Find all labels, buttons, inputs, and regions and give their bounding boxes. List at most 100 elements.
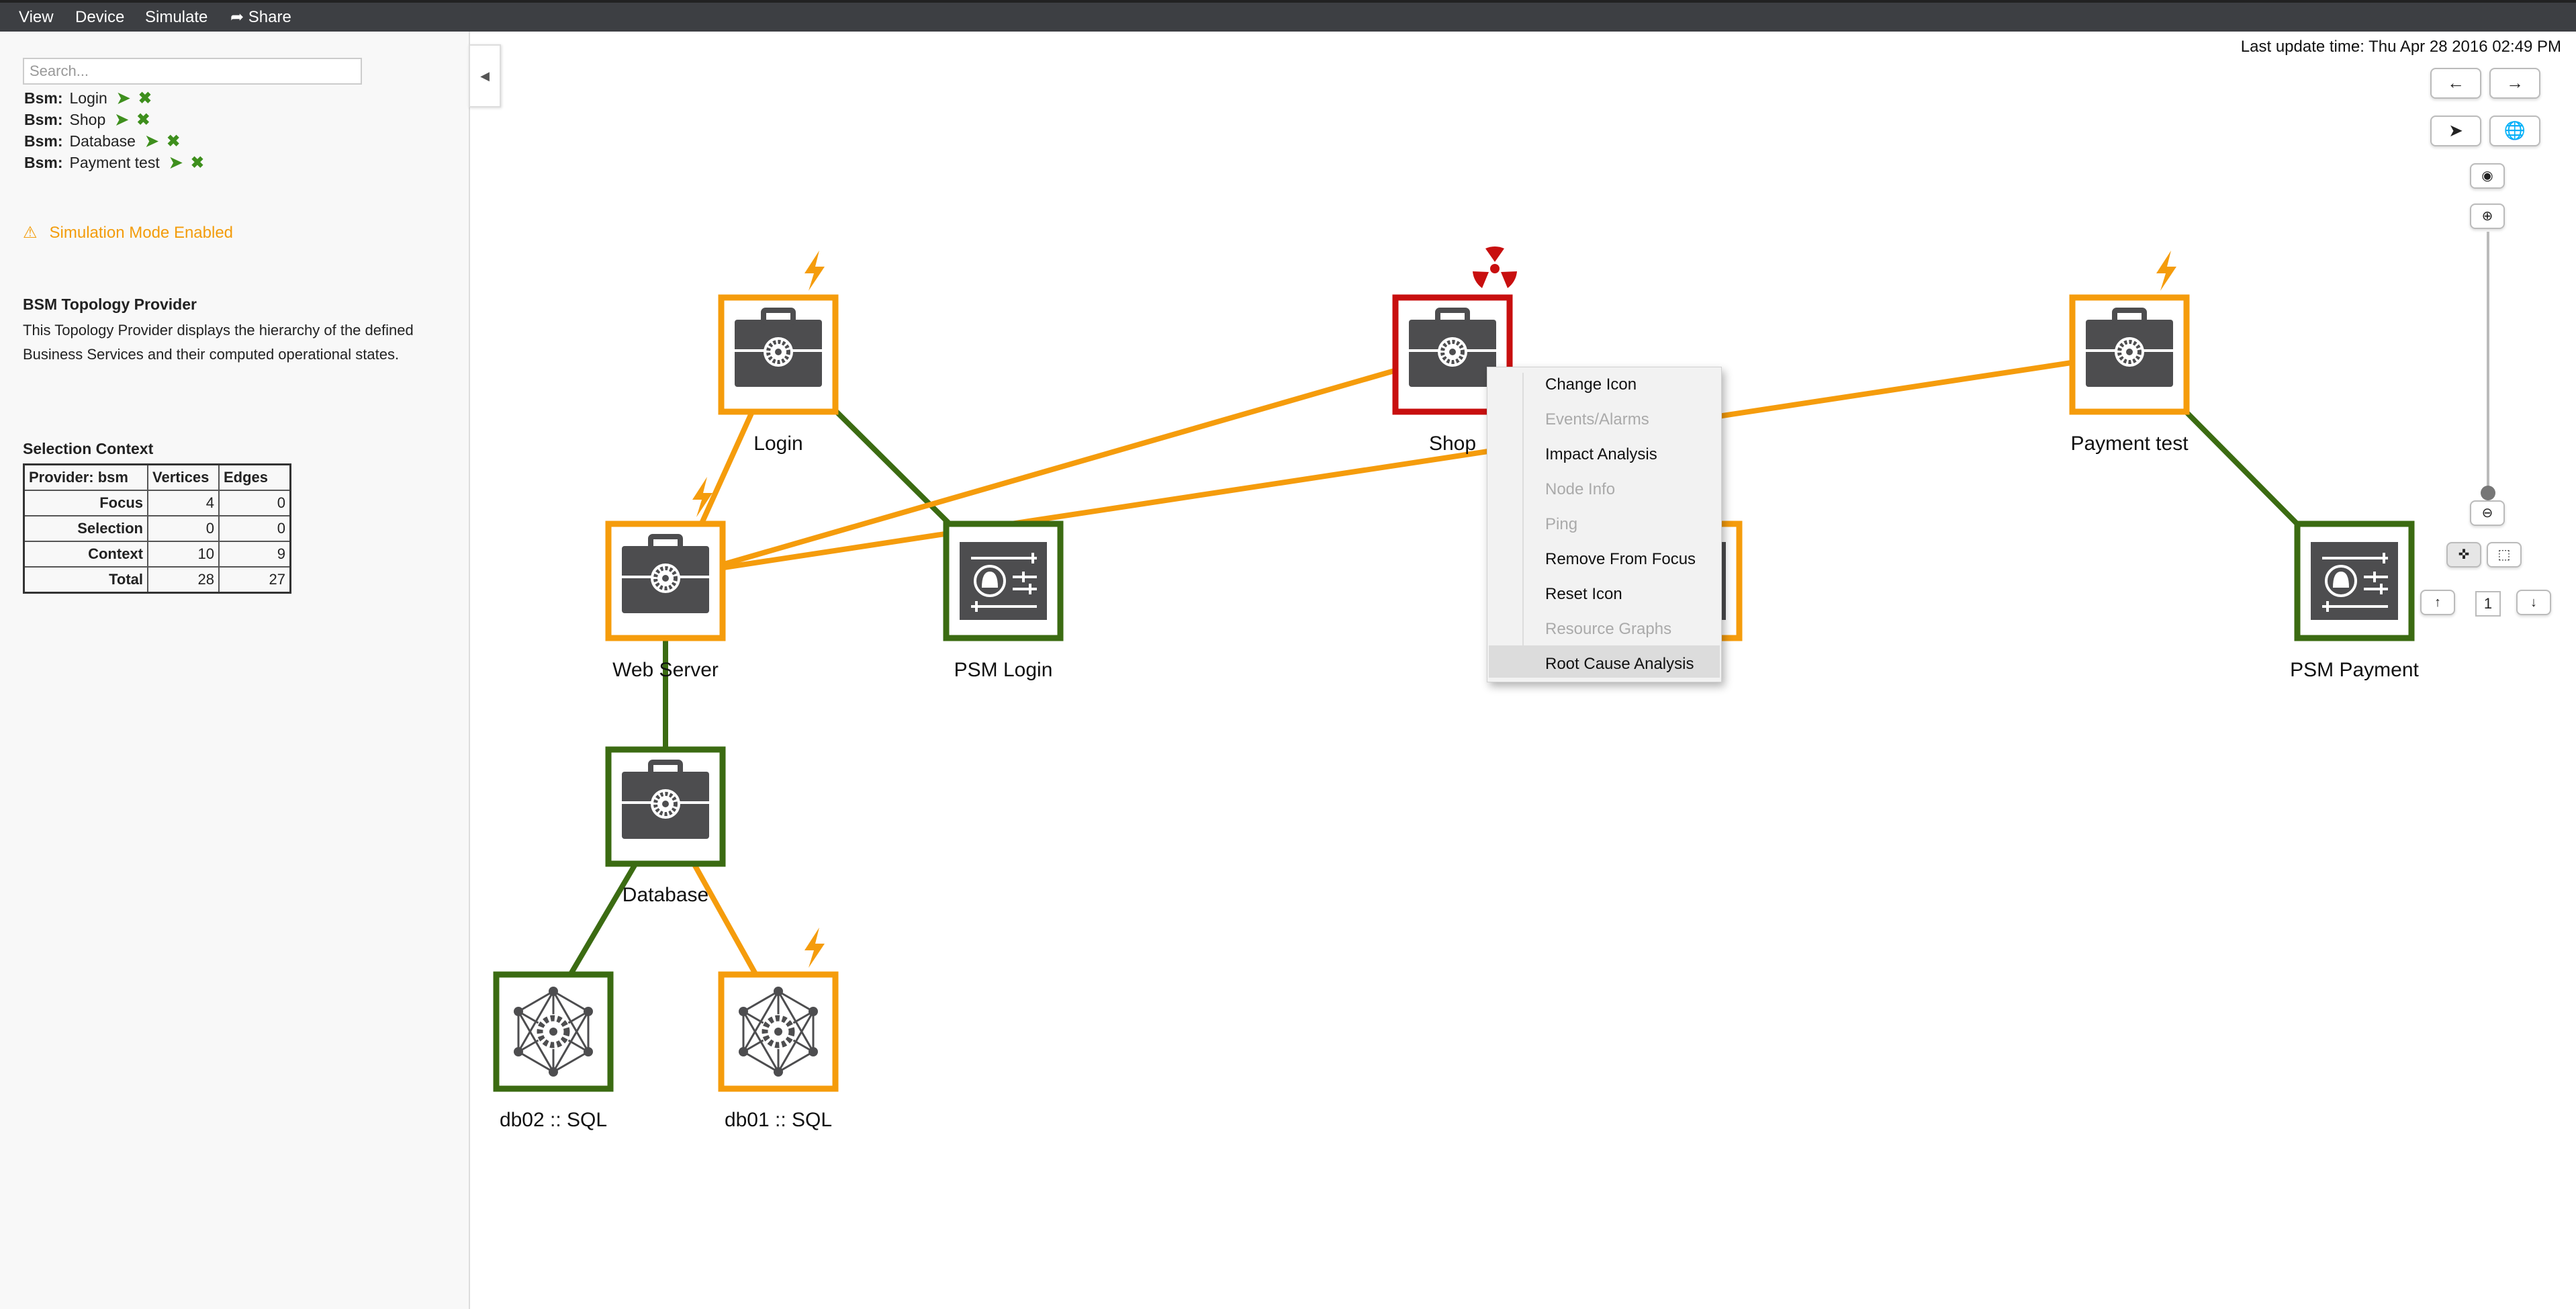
zoom-out-icon: ⊖ <box>2481 506 2493 521</box>
history-forward-button[interactable]: → <box>2489 68 2540 99</box>
table-cell: Focus <box>23 490 148 516</box>
node-db01[interactable] <box>718 971 839 1092</box>
table-cell: 0 <box>218 490 291 516</box>
node-psm-login[interactable] <box>943 521 1064 641</box>
remove-icon[interactable]: ✖ <box>167 132 181 150</box>
node-psm-payment[interactable] <box>2294 521 2415 641</box>
zoom-slider-handle[interactable] <box>2481 486 2495 500</box>
edge-shop-webserver[interactable] <box>723 351 1454 567</box>
focus-item-name: Login <box>69 89 107 107</box>
selection-context-title: Selection Context <box>23 440 154 457</box>
pan-mode-button[interactable]: ✜ <box>2446 542 2481 568</box>
remove-icon[interactable]: ✖ <box>190 154 204 172</box>
focus-item-prefix: Bsm: <box>24 89 63 107</box>
globe-icon: 🌐 <box>2503 120 2526 140</box>
focus-item-prefix: Bsm: <box>24 154 63 171</box>
share-icon: ➦ <box>230 8 244 26</box>
node-label: Shop <box>1428 433 1477 455</box>
zoom-in-button[interactable]: ⊕ <box>2470 204 2505 229</box>
search-input[interactable] <box>23 58 362 85</box>
locate-icon[interactable]: ➤ <box>115 111 129 129</box>
collapse-sidebar-button[interactable]: ◀ <box>469 44 501 107</box>
semantic-zoom-level: 1 <box>2475 591 2501 617</box>
show-map-layer-button[interactable]: ◉ <box>2470 163 2505 189</box>
table-cell: 27 <box>218 566 291 594</box>
remove-icon[interactable]: ✖ <box>138 89 152 107</box>
menu-item-root-cause-analysis[interactable]: Root Cause Analysis <box>1545 655 1694 673</box>
node-label: Database <box>622 884 709 906</box>
menu-view[interactable]: View <box>19 8 54 26</box>
focus-item: Bsm: Login ➤ ✖ <box>24 88 152 108</box>
sidebar <box>0 32 470 1309</box>
node-label: Web Server <box>612 659 719 681</box>
locate-icon[interactable]: ➤ <box>116 89 130 107</box>
zoom-in-icon: ⊕ <box>2481 209 2493 224</box>
focus-item: Bsm:Database➤✖ <box>24 131 180 151</box>
edge-database-db01[interactable] <box>689 858 758 975</box>
radiation-icon <box>1473 246 1517 288</box>
menu-highlight <box>1489 645 1720 678</box>
table-header: Provider: bsm <box>23 463 148 491</box>
table-header: Vertices <box>147 463 220 491</box>
menu-gutter <box>1522 373 1524 676</box>
menu-device[interactable]: Device <box>75 8 125 26</box>
menu-simulate[interactable]: Simulate <box>145 8 208 26</box>
menu-item-ping: Ping <box>1545 515 1578 533</box>
locate-icon[interactable]: ➤ <box>169 154 183 172</box>
simulation-notice: ⚠ Simulation Mode Enabled <box>23 222 233 244</box>
eye-icon: ◉ <box>2481 169 2493 183</box>
table-header: Edges <box>218 463 291 491</box>
history-back-button[interactable]: ← <box>2430 68 2481 99</box>
menu-share-label: Share <box>248 8 291 26</box>
center-view-button[interactable]: ➤ <box>2430 116 2481 146</box>
node-web-server[interactable] <box>605 521 726 641</box>
table-cell: 28 <box>147 566 220 594</box>
warning-icon: ⚠ <box>23 224 38 242</box>
simulation-notice-text: Simulation Mode Enabled <box>49 224 234 242</box>
node-label: db02 :: SQL <box>499 1109 608 1131</box>
node-db02[interactable] <box>493 971 614 1092</box>
table-header-row: Provider: bsm Vertices Edges <box>23 463 291 491</box>
move-icon: ✜ <box>2458 547 2470 562</box>
provider-description: This Topology Provider displays the hier… <box>23 322 414 363</box>
table-cell: Selection <box>23 515 148 542</box>
szl-increase-button[interactable]: ↑ <box>2420 590 2455 615</box>
menu-item-node-info: Node Info <box>1545 480 1616 498</box>
focus-item: Bsm:Shop➤✖ <box>24 109 150 130</box>
table-cell: Total <box>23 566 148 594</box>
arrow-up-icon: ↑ <box>2434 595 2441 610</box>
show-all-button[interactable]: 🌐 <box>2489 116 2540 146</box>
menu-item-remove-from-focus[interactable]: Remove From Focus <box>1545 550 1696 568</box>
provider-title: BSM Topology Provider <box>23 296 197 313</box>
node-label: Payment test <box>2070 433 2189 455</box>
menu-item-impact-analysis[interactable]: Impact Analysis <box>1545 445 1657 463</box>
focus-item-name: Database <box>69 132 136 150</box>
lightning-icon <box>804 928 825 968</box>
marquee-select-icon: ⬚ <box>2497 547 2511 562</box>
node-label: PSM Payment <box>2290 659 2419 681</box>
menu-item-events-alarms: Events/Alarms <box>1545 410 1649 428</box>
chevron-left-icon: ◀ <box>480 69 490 83</box>
select-mode-button[interactable]: ⬚ <box>2487 542 2522 568</box>
focus-item: Bsm:Payment test➤✖ <box>24 152 204 173</box>
zoom-slider-track[interactable] <box>2487 232 2489 496</box>
table-row: Total 28 27 <box>23 566 291 594</box>
edge-database-db02[interactable] <box>568 858 641 976</box>
table-cell: 9 <box>218 541 291 568</box>
node-login[interactable] <box>718 294 839 415</box>
menu-item-resource-graphs: Resource Graphs <box>1545 620 1672 638</box>
last-update-time: Last update time: Thu Apr 28 2016 02:49 … <box>2240 38 2561 56</box>
menu-item-change-icon[interactable]: Change Icon <box>1545 375 1637 394</box>
szl-decrease-button[interactable]: ↓ <box>2516 590 2551 615</box>
node-database[interactable] <box>605 746 726 867</box>
context-menu: Change Icon Events/Alarms Impact Analysi… <box>1487 367 1722 682</box>
menu-item-reset-icon[interactable]: Reset Icon <box>1545 585 1622 603</box>
menu-share[interactable]: ➦ Share <box>230 3 291 32</box>
arrow-left-icon: ← <box>2447 73 2465 93</box>
remove-icon[interactable]: ✖ <box>136 111 150 129</box>
zoom-out-button[interactable]: ⊖ <box>2470 500 2505 526</box>
node-payment-test[interactable] <box>2069 294 2190 415</box>
locate-icon[interactable]: ➤ <box>144 132 159 150</box>
table-cell: 10 <box>147 541 220 568</box>
arrow-down-icon: ↓ <box>2530 595 2537 610</box>
